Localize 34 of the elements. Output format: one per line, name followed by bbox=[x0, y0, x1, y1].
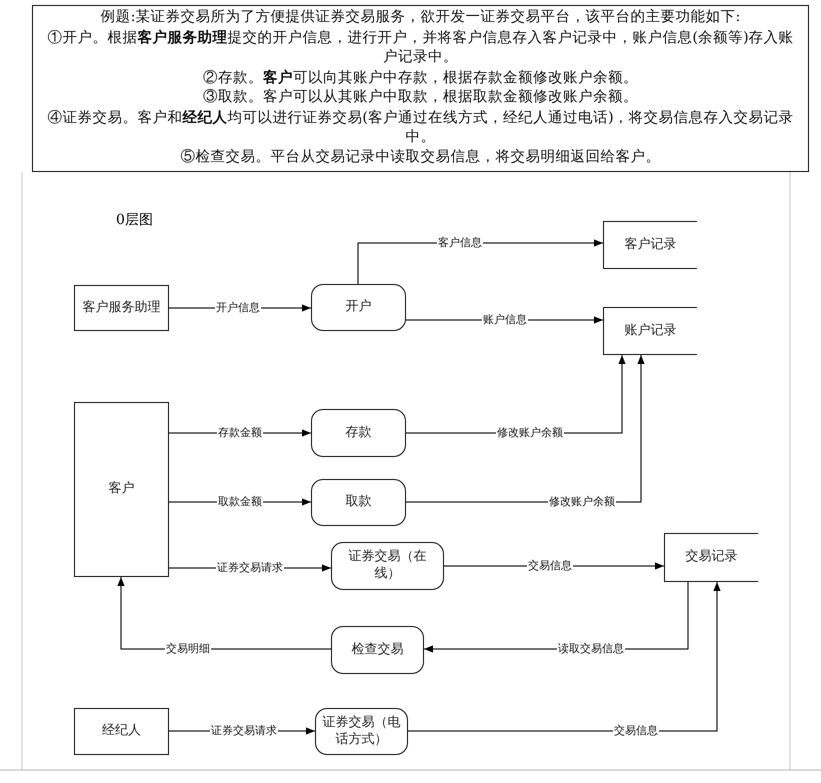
edge-label: 证券交易请求 bbox=[210, 724, 278, 738]
entity-box: 客户服务助理 bbox=[74, 285, 169, 331]
process-box: 开户 bbox=[311, 284, 406, 331]
data-store: 交易记录 bbox=[664, 533, 758, 582]
entity-box: 客户 bbox=[74, 402, 169, 577]
problem-box bbox=[32, 5, 809, 172]
problem-text: ③取款。客户可以从其账户中取款，根据取款金额修改账户余额。 bbox=[202, 88, 639, 107]
diagram-title: 0层图 bbox=[116, 211, 153, 229]
process-box: 检查交易 bbox=[331, 626, 424, 674]
edge-label: 存款金额 bbox=[217, 426, 263, 440]
edge-label: 修改账户余额 bbox=[548, 496, 616, 508]
edge-label: 修改账户余额 bbox=[496, 426, 564, 440]
edge-label: 读取交易信息 bbox=[557, 642, 625, 656]
edge-label: 交易明细 bbox=[165, 642, 211, 656]
edge-label: 交易信息 bbox=[613, 724, 659, 738]
problem-text: 例题:某证券交易所为了方便提供证券交易服务，欲开发一证券交易平台，该平台的主要功能如下: bbox=[100, 8, 742, 27]
edge-label: 证券交易请求 bbox=[216, 562, 284, 574]
edge-label: 客户信息 bbox=[437, 236, 483, 250]
problem-text: ②存款。客户可以向其账户中存款，根据存款金额修改账户余额。 bbox=[202, 68, 639, 88]
edge-label: 开户信息 bbox=[215, 302, 261, 314]
process-box: 存款 bbox=[311, 409, 406, 457]
edge-label: 取款金额 bbox=[217, 496, 263, 508]
edge-label: 交易信息 bbox=[527, 560, 573, 572]
edge-label: 账户信息 bbox=[482, 314, 528, 326]
arrow bbox=[408, 582, 721, 732]
process-box: 证券交易（电话方式） bbox=[315, 708, 408, 755]
problem-text: ⑤检查交易。平台从交易记录中读取交易信息，将交易明细返回给客户。 bbox=[180, 148, 662, 166]
problem-text: ④证券交易。客户和经纪人均可以进行证券交易(客户通过在线方式，经纪人通过电话)，将交易信息存入交易记录中。 bbox=[46, 108, 795, 147]
process-box: 证券交易（在线） bbox=[331, 542, 444, 590]
entity-box: 经纪人 bbox=[74, 708, 169, 755]
problem-text: ①开户。根据客户服务助理提交的开户信息，进行开户，并将客户信息存入客户记录中，账户信息(余额等)存入账户记录中。 bbox=[46, 28, 795, 67]
data-store: 客户记录 bbox=[603, 221, 697, 269]
data-store: 账户记录 bbox=[603, 307, 697, 355]
process-box: 取款 bbox=[311, 479, 406, 526]
